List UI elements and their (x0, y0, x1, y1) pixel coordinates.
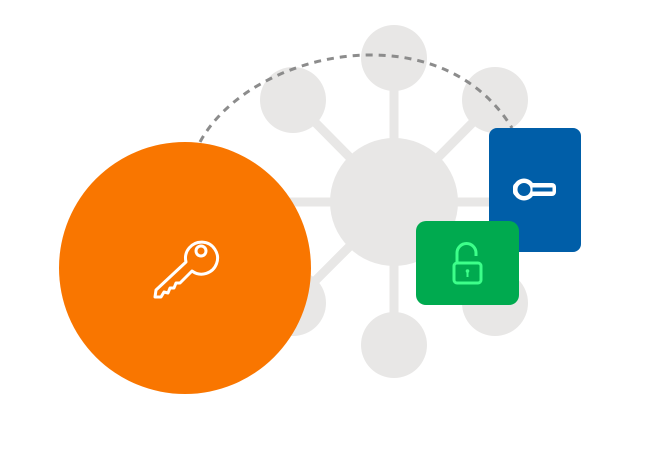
node-top-left (260, 67, 326, 133)
node-top-right (462, 67, 528, 133)
node-bottom (361, 312, 427, 378)
key-icon (153, 240, 219, 299)
key-icon (513, 178, 556, 201)
unlocked-padlock-icon (452, 242, 483, 285)
orange-key-circle (59, 142, 311, 394)
node-top (361, 25, 427, 91)
dashed-arc (198, 53, 514, 143)
